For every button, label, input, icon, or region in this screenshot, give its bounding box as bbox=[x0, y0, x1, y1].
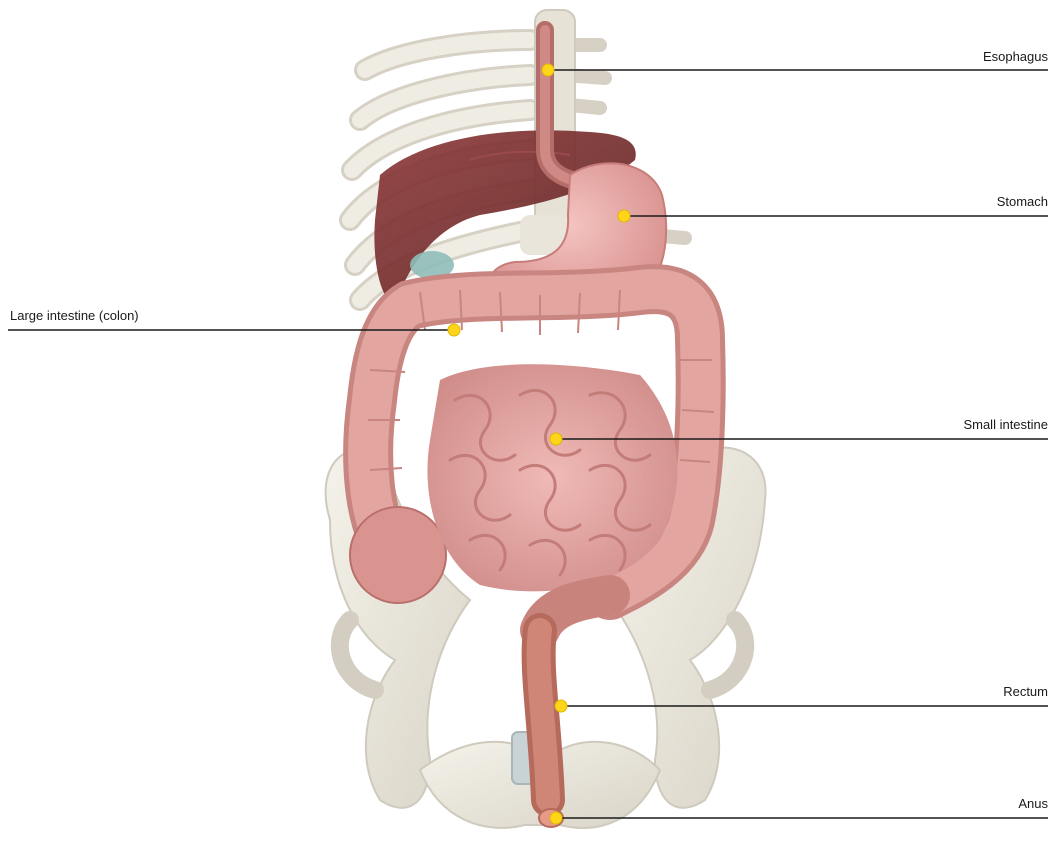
marker-large-intestine bbox=[448, 324, 460, 336]
marker-stomach bbox=[618, 210, 630, 222]
marker-small-intestine bbox=[550, 433, 562, 445]
label-stomach: Stomach bbox=[997, 194, 1048, 210]
label-anus: Anus bbox=[1018, 796, 1048, 812]
small-intestine bbox=[427, 364, 677, 591]
marker-esophagus bbox=[542, 64, 554, 76]
label-small-intestine: Small intestine bbox=[963, 417, 1048, 433]
label-esophagus: Esophagus bbox=[983, 49, 1048, 65]
label-rectum: Rectum bbox=[1003, 684, 1048, 700]
marker-anus bbox=[550, 812, 562, 824]
label-large-intestine: Large intestine (colon) bbox=[10, 308, 139, 324]
marker-rectum bbox=[555, 700, 567, 712]
